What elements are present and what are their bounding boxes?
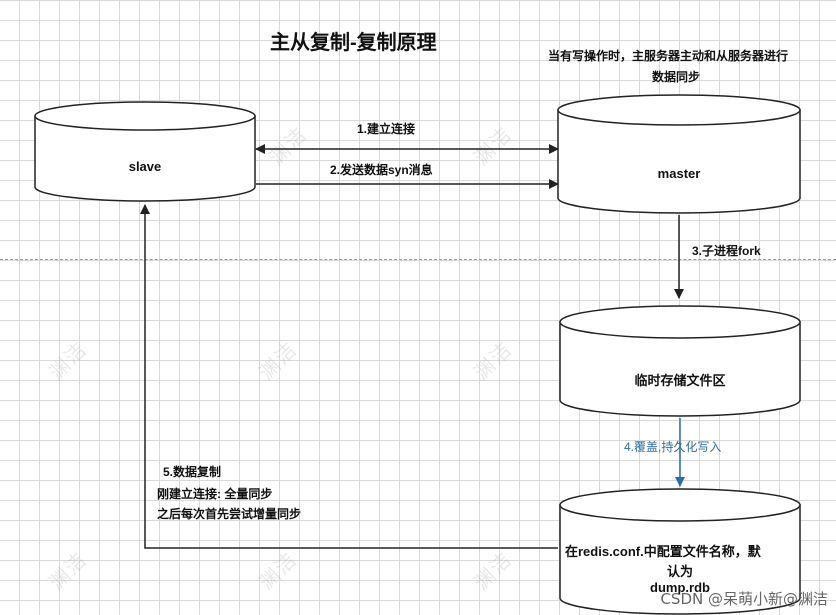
diagram-title: 主从复制-复制原理 — [270, 32, 437, 54]
step3-label: 3.子进程fork — [692, 244, 761, 258]
rdb-label-line2: 认为 — [666, 564, 693, 579]
slave-node — [34, 101, 256, 202]
step4-label: 4.覆盖,持久化写入 — [624, 440, 722, 454]
rdb-file-node — [559, 488, 801, 615]
temp-storage-node — [559, 305, 801, 417]
rdb-label-line1: 在redis.conf.中配置文件名称，默 — [565, 544, 761, 559]
step5-label-line3: 之后每次首先尝试增量同步 — [157, 507, 302, 521]
master-label: master — [657, 166, 701, 181]
step5-label-line1: 5.数据复制 — [163, 465, 222, 479]
temp-storage-label: 临时存储文件区 — [634, 373, 726, 388]
top-note-line2: 数据同步 — [652, 70, 701, 84]
rdb-label-line3: dump.rdb — [650, 580, 710, 595]
slave-label: slave — [128, 159, 162, 174]
step2-label: 2.发送数据syn消息 — [330, 163, 433, 177]
page-divider — [0, 259, 836, 260]
master-node — [557, 94, 801, 214]
edge-data-copy — [140, 204, 558, 549]
step1-label: 1.建立连接 — [357, 122, 416, 136]
credit-text: CSDN @呆萌小新@渊洁 — [660, 590, 828, 608]
top-note-line1: 当有写操作时，主服务器主动和从服务器进行 — [548, 49, 789, 63]
step5-label-line2: 刚建立连接: 全量同步 — [157, 487, 273, 501]
